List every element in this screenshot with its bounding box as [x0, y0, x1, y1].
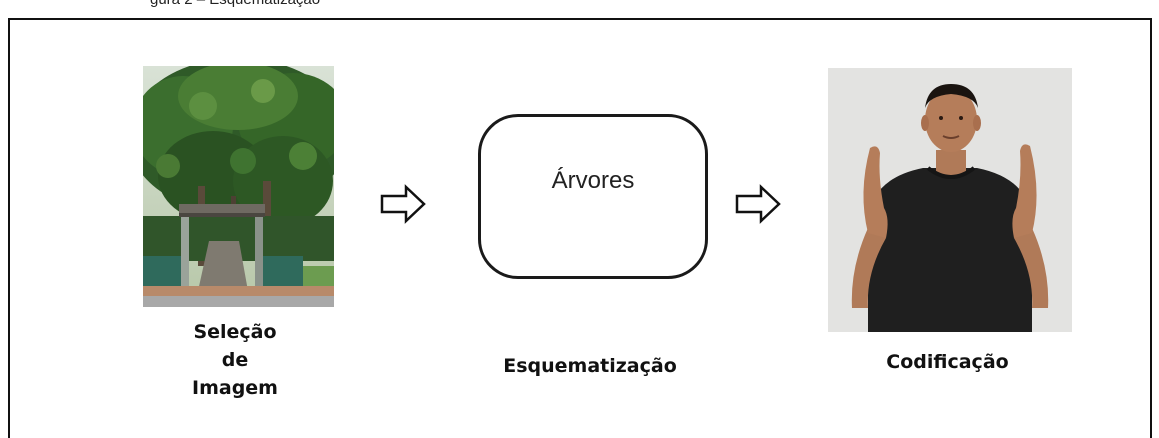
diagram-frame — [8, 18, 1152, 438]
right-arrow-icon — [380, 184, 426, 224]
tree-gate-image — [143, 66, 334, 307]
selection-label-line-1: Seleção — [193, 321, 277, 343]
right-arrow-icon — [735, 184, 781, 224]
selection-label-line-3: Imagem — [192, 377, 278, 399]
coding-label: Codificação — [886, 351, 1009, 373]
selection-label: Seleção de Imagem — [170, 318, 300, 402]
schematization-label: Esquematização — [503, 355, 677, 377]
selection-label-line-2: de — [221, 349, 249, 371]
interpreter-image — [828, 68, 1072, 332]
term-box: Árvores — [478, 114, 708, 279]
term-text: Árvores — [551, 166, 635, 194]
figure-caption: gura 2 – Esquematização — [150, 0, 320, 8]
